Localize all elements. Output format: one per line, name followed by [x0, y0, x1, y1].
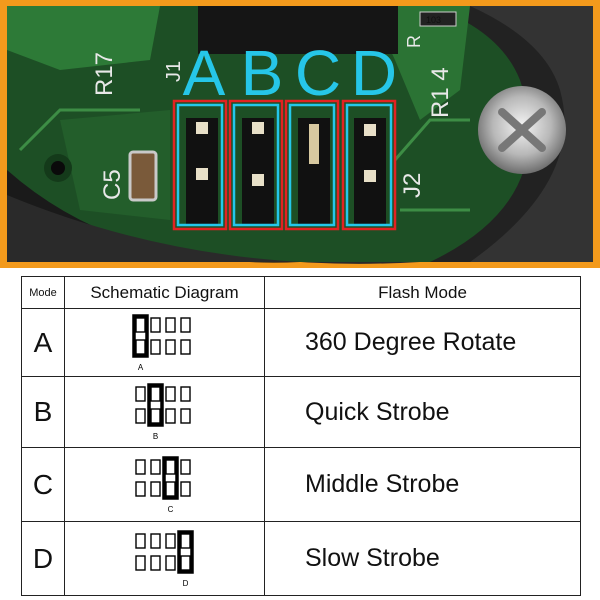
jumper-pin	[149, 338, 161, 355]
jumper-pin	[149, 458, 161, 475]
jumper-schematic: C	[134, 455, 191, 514]
flash-mode-cell: 360 Degree Rotate	[264, 308, 581, 377]
jumper-pin	[134, 408, 146, 424]
jumper-pin	[179, 554, 191, 571]
table-row: D D Slow Strobe	[21, 521, 581, 596]
label-j2: J2	[399, 173, 426, 198]
jumper-pin	[164, 458, 176, 475]
ic-chip	[198, 6, 398, 54]
jumper-pin	[164, 316, 176, 333]
mode-table: Mode Schematic Diagram Flash Mode A A 36…	[21, 276, 581, 596]
big-letter-b: B	[241, 37, 284, 109]
flash-mode-cell: Middle Strobe	[264, 447, 581, 522]
pcb-photo-drawing: R17 J1 C5 J2 R1 4 R 103 A B C D	[7, 6, 593, 264]
jumper-pin	[134, 532, 146, 549]
jumper-pin	[179, 386, 191, 402]
schematic-caption: A	[137, 363, 143, 372]
cyan-outline-boxes	[176, 103, 393, 227]
label-r: R	[404, 35, 424, 48]
jumper-schematic: B	[134, 383, 191, 441]
jumper-pin	[149, 554, 161, 571]
jumper-pin	[179, 458, 191, 475]
label-r14: R1 4	[427, 67, 454, 118]
schematic-caption: B	[152, 432, 157, 441]
label-j1: J1	[163, 61, 185, 82]
big-letter-c: C	[295, 37, 341, 109]
jumper-pin	[149, 316, 161, 333]
header-flash-mode: Flash Mode	[264, 276, 581, 309]
jumper-pin	[164, 554, 176, 571]
schematic-caption: D	[182, 579, 188, 588]
table-header-row: Mode Schematic Diagram Flash Mode	[21, 276, 581, 309]
jumper-pin	[134, 338, 146, 355]
jumper-pin	[149, 532, 161, 549]
jumper-pin	[134, 554, 146, 571]
jumper-cap	[146, 383, 164, 427]
jumper-pin	[179, 316, 191, 333]
table-row: A A 360 Degree Rotate	[21, 308, 581, 377]
jumper-pin	[164, 480, 176, 497]
jumper-headers	[186, 118, 386, 226]
jumper-pin	[164, 386, 176, 402]
mode-cell: C	[21, 447, 65, 522]
table-row: C C Middle Strobe	[21, 447, 581, 522]
jumper-pin	[179, 532, 191, 549]
pcb-photo: R17 J1 C5 J2 R1 4 R 103 A B C D	[0, 0, 600, 268]
table-row: B B Quick Strobe	[21, 376, 581, 448]
jumper-pin	[164, 408, 176, 424]
capacitor-c5	[128, 150, 158, 202]
schematic-caption: C	[167, 505, 173, 514]
schematic-cell: D	[64, 521, 265, 596]
jumper-pin	[179, 338, 191, 355]
jumper-pin	[179, 480, 191, 497]
schematic-cell: B	[64, 376, 265, 448]
flash-mode-cell: Slow Strobe	[264, 521, 581, 596]
jumper-pin	[134, 458, 146, 475]
header-schematic: Schematic Diagram	[64, 276, 265, 309]
label-c5: C5	[99, 169, 126, 200]
jumper-cap	[131, 313, 149, 358]
mode-cell: D	[21, 521, 65, 596]
label-r17: R17	[91, 52, 118, 96]
jumper-schematic: A	[131, 313, 191, 372]
jumper-pin	[164, 338, 176, 355]
label-chip: 103	[426, 15, 441, 25]
schematic-cell: C	[64, 447, 265, 522]
red-outline-boxes	[172, 99, 397, 231]
jumper-pin	[179, 408, 191, 424]
mode-cell: B	[21, 376, 65, 448]
jumper-pin	[164, 532, 176, 549]
jumper-pin	[149, 480, 161, 497]
mode-cell: A	[21, 308, 65, 377]
jumper-pin	[134, 316, 146, 333]
jumper-cap	[176, 529, 194, 574]
jumper-cap	[161, 455, 179, 500]
header-mode: Mode	[21, 276, 65, 309]
flash-mode-cell: Quick Strobe	[264, 376, 581, 448]
jumper-schematic: D	[134, 529, 194, 588]
jumper-pin	[134, 386, 146, 402]
big-letter-d: D	[351, 37, 397, 109]
jumper-pin	[134, 480, 146, 497]
big-letter-a: A	[183, 37, 226, 109]
jumper-pin	[149, 408, 161, 424]
jumper-pin	[149, 386, 161, 402]
schematic-cell: A	[64, 308, 265, 377]
